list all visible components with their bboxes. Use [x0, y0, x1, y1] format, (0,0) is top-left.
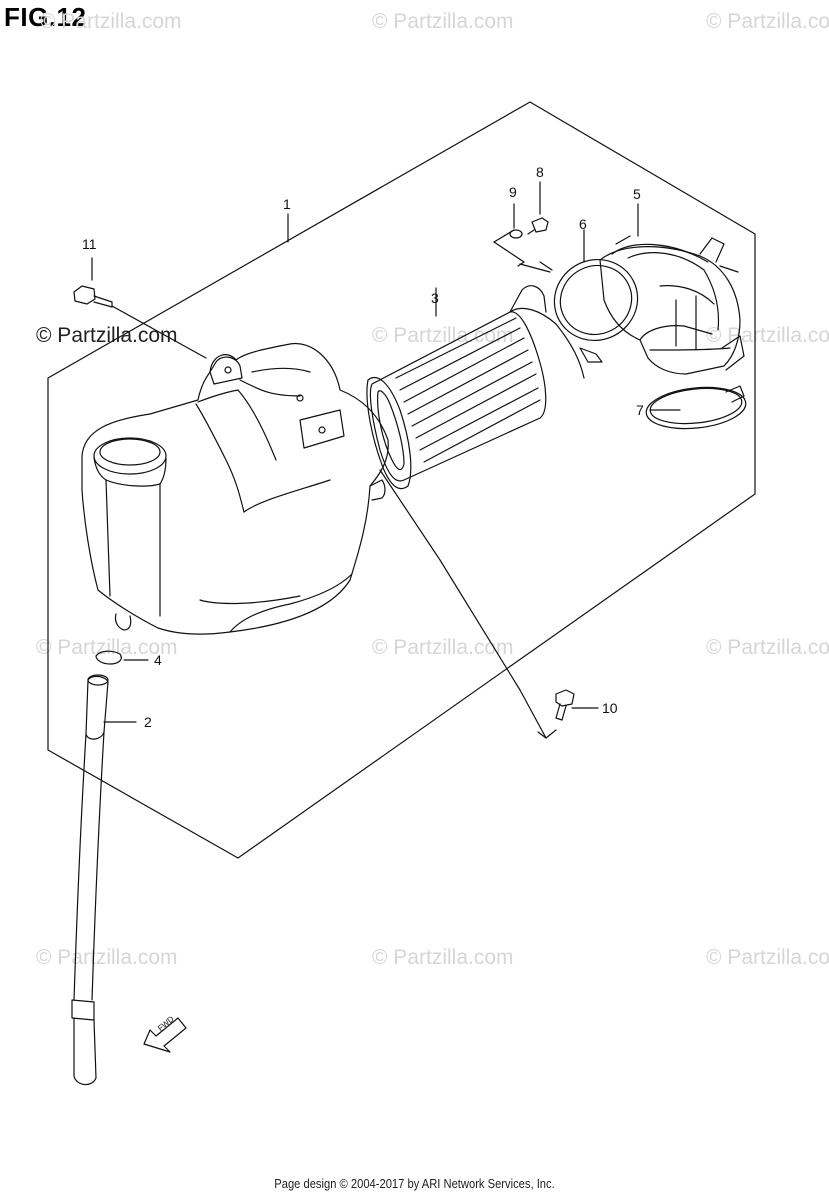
callout-7: 7 [636, 402, 644, 418]
callout-3: 3 [431, 290, 439, 306]
clip-4 [95, 650, 149, 665]
bracket-lines [379, 229, 557, 739]
figure-title: FIG.12 [4, 2, 87, 32]
clamp-7 [645, 385, 747, 430]
callout-2: 2 [144, 714, 152, 730]
drain-hose-2 [71, 674, 137, 1086]
callout-5: 5 [633, 186, 641, 202]
washer-9 [509, 203, 523, 239]
bolt-11 [73, 257, 207, 359]
callout-8: 8 [536, 164, 544, 180]
callout-11: 11 [82, 236, 97, 252]
assembly-frame [47, 101, 756, 859]
watermark-dark: © Partzilla.com [36, 324, 178, 347]
callout-10: 10 [602, 700, 618, 716]
watermark: © Partzilla.com [706, 10, 829, 33]
watermark: © Partzilla.com [706, 636, 829, 659]
clamp-band-6 [553, 229, 639, 363]
watermark: © Partzilla.com [706, 324, 829, 347]
fwd-arrow [143, 1017, 187, 1053]
callout-1: 1 [283, 196, 291, 212]
callout-9: 9 [509, 184, 517, 200]
airbox-housing [81, 342, 389, 635]
air-filter-3 [366, 285, 585, 490]
watermark: © Partzilla.com [372, 10, 514, 33]
footer-copyright: Page design © 2004-2017 by ARI Network S… [274, 1176, 555, 1191]
intake-boot-5 [599, 203, 745, 375]
watermark: © Partzilla.com [40, 10, 182, 33]
watermark: © Partzilla.com [36, 946, 178, 969]
watermark: © Partzilla.com [372, 324, 514, 347]
callout-6: 6 [579, 216, 587, 232]
watermark: © Partzilla.com [372, 636, 514, 659]
bolt-8 [527, 181, 549, 235]
watermark: © Partzilla.com [36, 636, 178, 659]
bolt-10 [555, 689, 599, 721]
watermark: © Partzilla.com [372, 946, 514, 969]
callout-4: 4 [154, 652, 162, 668]
watermark: © Partzilla.com [706, 946, 829, 969]
